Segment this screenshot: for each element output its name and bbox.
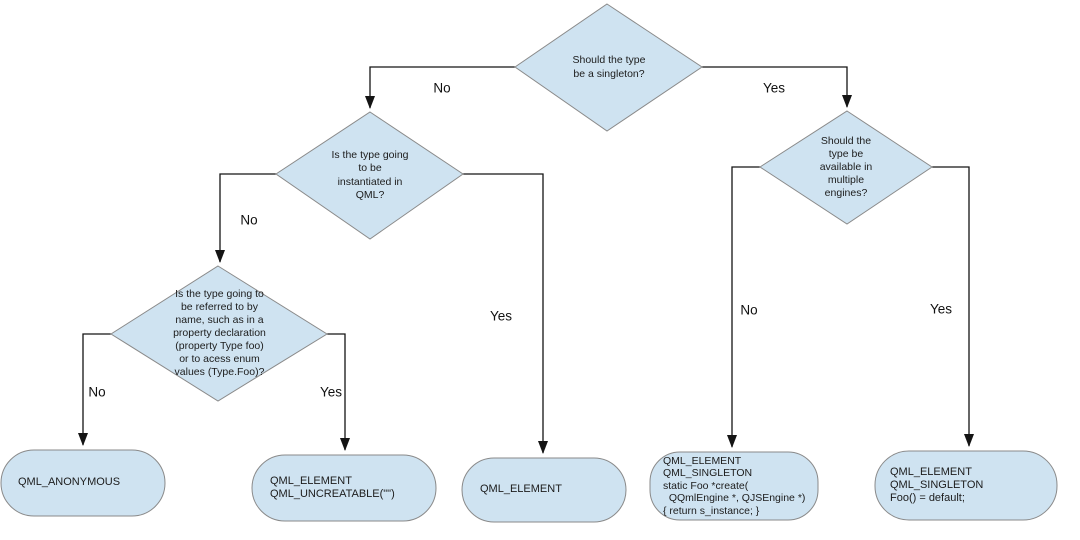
decision-engines — [759, 110, 933, 225]
decision-referred — [110, 265, 328, 402]
edge-referred-no — [78, 333, 111, 446]
edge-instantiate-yes — [463, 173, 548, 454]
nodes — [0, 3, 1058, 523]
terminal-singleton-create — [649, 451, 819, 521]
edge-engines-no — [727, 166, 760, 448]
edge-instantiate-no — [215, 173, 276, 263]
edge-referred-yes — [327, 333, 350, 451]
terminal-uncreatable — [251, 454, 437, 522]
edge-root-yes — [702, 66, 852, 108]
terminal-singleton-default — [874, 450, 1058, 521]
decision-root — [514, 3, 703, 132]
terminal-anonymous — [0, 449, 166, 517]
edge-engines-yes — [932, 166, 974, 447]
connectors — [78, 66, 974, 454]
decision-instantiate — [275, 111, 464, 240]
terminal-element — [461, 457, 627, 523]
edge-root-no — [365, 66, 515, 109]
